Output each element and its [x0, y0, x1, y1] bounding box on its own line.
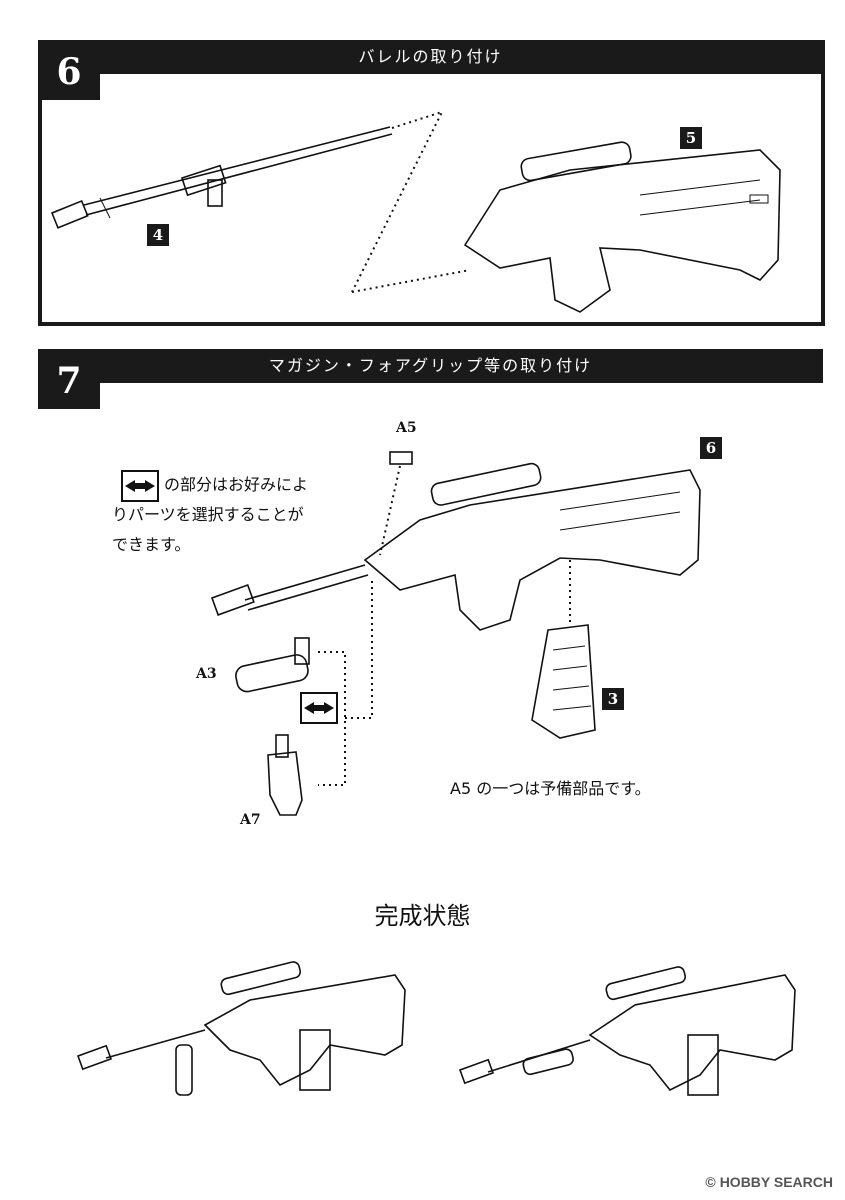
step6-number: 6	[38, 44, 100, 100]
barrel-drawing	[50, 126, 393, 229]
step6-title: バレルの取り付け	[358, 47, 503, 66]
part-badge-4: 4	[147, 224, 169, 246]
copyright-icon: ©	[705, 1174, 716, 1190]
completed-rifle-right	[458, 966, 796, 1096]
a3-part	[235, 637, 310, 693]
a5-part	[389, 451, 413, 465]
option-note: の部分はお好みによ りパーツを選択することが できます。	[112, 470, 352, 560]
step7-title: マガジン・フォアグリップ等の取り付け	[268, 356, 593, 375]
a7-part	[267, 734, 303, 816]
option-note-line-1: の部分はお好みによ	[164, 475, 309, 494]
part-badge-6: 6	[700, 437, 722, 459]
part-badge-3: 3	[602, 688, 624, 710]
completed-title: 完成状態	[374, 902, 471, 930]
watermark-text: HOBBY SEARCH	[719, 1174, 833, 1190]
option-note-line-3: できます。	[112, 535, 191, 554]
spare-part-note: A5 の一つは予備部品です。	[450, 779, 651, 798]
step7-number: 7	[38, 353, 100, 409]
option-swap-icon-parts	[300, 692, 338, 724]
magazine-part	[531, 624, 596, 739]
part-label-a3: A3	[196, 666, 217, 682]
step6-frame	[38, 40, 825, 326]
option-note-line-2: りパーツを選択することが	[112, 505, 304, 524]
rifle-body-step7	[210, 462, 701, 631]
watermark: © HOBBY SEARCH	[705, 1174, 833, 1190]
completed-rifle-left	[76, 961, 406, 1096]
step6-header: バレルの取り付け	[38, 40, 823, 74]
part-label-a5: A5	[396, 420, 417, 436]
step7-header: マガジン・フォアグリップ等の取り付け	[38, 349, 823, 383]
rifle-body-step6	[463, 141, 781, 313]
part-badge-5: 5	[680, 127, 702, 149]
option-swap-icon-note	[121, 470, 159, 502]
part-label-a7: A7	[240, 812, 261, 828]
guide-line	[351, 110, 444, 293]
